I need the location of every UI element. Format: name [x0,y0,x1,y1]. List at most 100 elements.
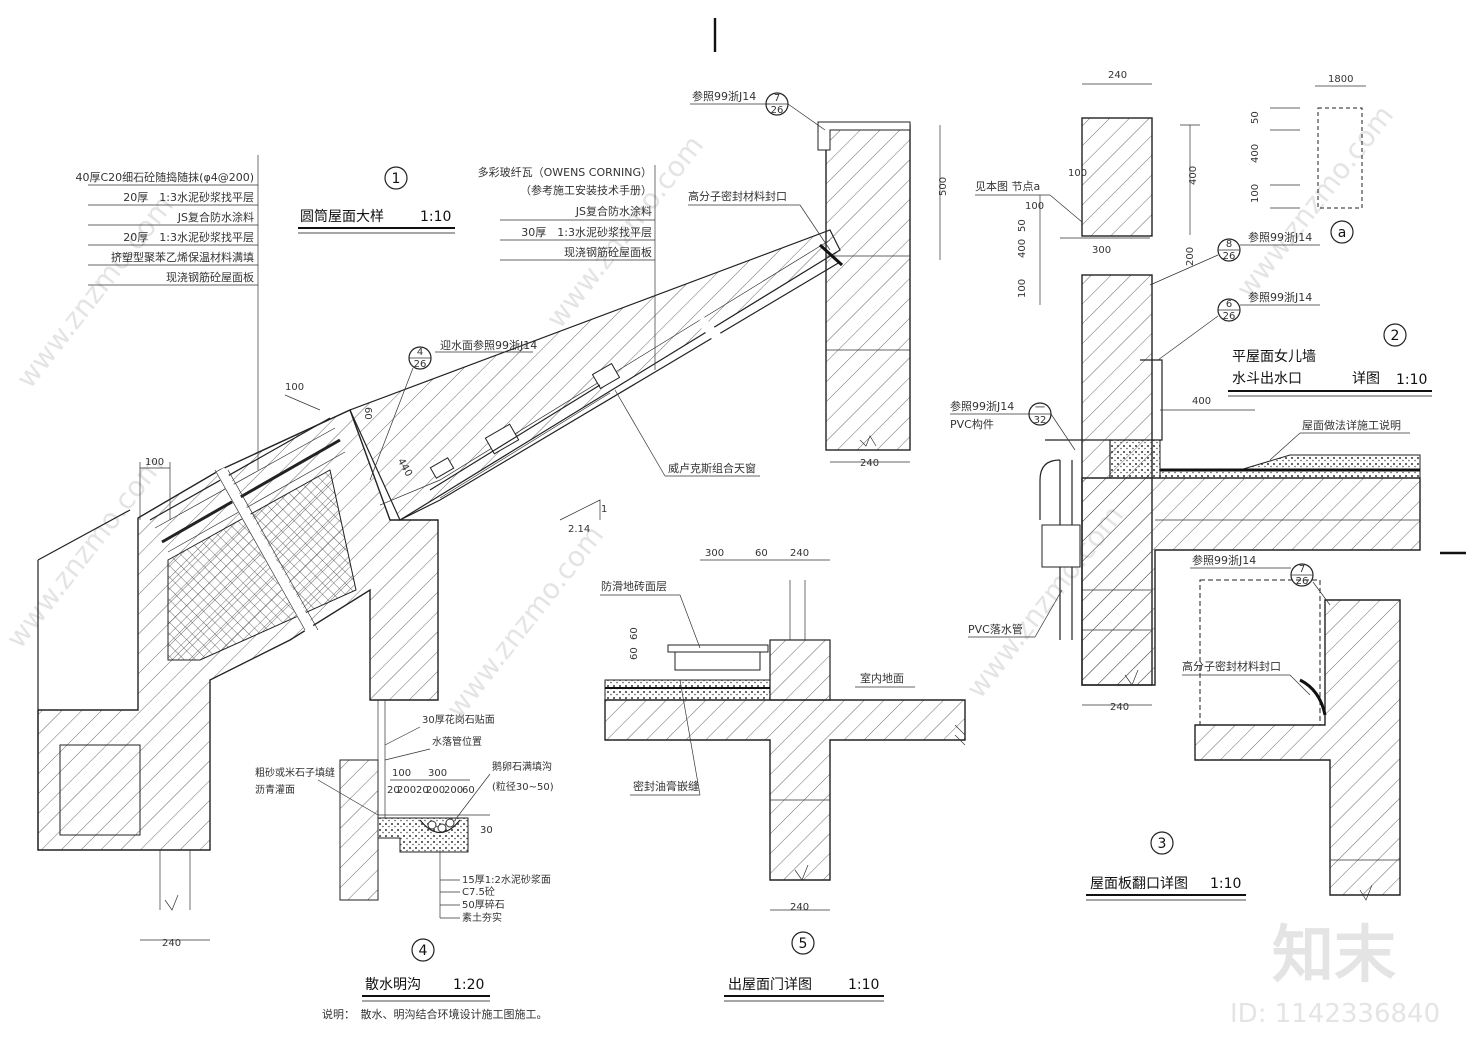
dim-d4-200c: 200 [444,785,463,796]
watermark-url-3: www.znzmo.com [440,519,611,724]
gravel-fill-label: 粗砂或米石子填缝 [255,766,335,779]
dim-d2-200: 200 [1185,247,1196,266]
detail-3-drawing: 7 26 参照99浙J14 高分子密封材料封口 [1182,553,1401,901]
detail-4-name: 散水明沟 [365,977,421,993]
dim-d4-300: 300 [428,768,447,779]
dim-d2-50: 50 [1017,219,1028,232]
layer-mid-2: （参考施工安装技术手册） [520,183,652,197]
layer-left-5: 挤塑型聚苯乙烯保温材料满填 [111,250,254,264]
dim-d1-500: 500 [938,177,949,196]
detail-4-scale: 1:20 [453,977,484,993]
pvc-ref-label: 参照99浙J14 [950,399,1014,413]
dim-d1-100: 100 [145,457,164,468]
dim-d5-60: 60 [755,548,768,559]
sealant-label: 高分子密封材料封口 [688,189,787,203]
detail-3-title: 3 屋面板翻口详图 1:10 [1086,831,1246,901]
detail-2-title1: 平屋面女儿墙 [1232,348,1316,365]
pvc-pipe-label: PVC落水管 [968,622,1023,636]
ref-2-top: 4 [417,347,423,358]
detail-3-name: 屋面板翻口详图 [1090,876,1188,892]
dim-d5-60a: 60 [629,647,640,660]
dim-d4-20b: 20 [416,785,429,796]
ref-4-top: 6 [1226,299,1232,310]
ref-6-top: 7 [1299,564,1305,575]
dim-d5-240b: 240 [790,902,809,913]
detail-5-title: 5 出屋面门详图 1:10 [724,931,884,1002]
detail-a-drawing: 1800 50 400 100 a [1250,74,1366,244]
layer-mid-1: 多彩玻纤瓦（OWENS CORNING） [478,165,652,179]
dim-a-400: 400 [1250,144,1261,163]
detail-3-number: 3 [1158,836,1167,852]
layer-mid-4: 30厚 1:3水泥砂浆找平层 [521,225,652,239]
dim-d2-400: 400 [1188,166,1199,185]
layer-legend-mid: 多彩玻纤瓦（OWENS CORNING） （参考施工安装技术手册） JS复合防水… [478,165,656,370]
ref-1-bottom: 26 [771,105,784,116]
c75-label: C7.5砼 [462,885,495,898]
ref-2-bottom: 26 [414,359,427,370]
ref-3-bottom: 26 [1223,251,1236,262]
detail-2-number: 2 [1391,328,1400,344]
layer-mid-3: JS复合防水涂料 [575,204,652,218]
soil-label: 素土夯实 [462,911,502,924]
brand-logo-text: 知末 [1272,918,1396,991]
dim-d5-300: 300 [705,548,724,559]
detail-5-drawing: 300 60 240 60 60 240 防滑地砖面层 室内地面 密封油膏嵌缝 [600,548,966,913]
detail-5-number: 5 [799,936,808,952]
layer-left-4: 20厚 1:3水泥砂浆找平层 [123,230,254,244]
detail-1-callouts: 参照99浙J14 7 26 高分子密封材料封口 迎水面参照99浙J14 4 26… [369,89,831,481]
detail-1-title: 1 圆筒屋面大样 1:10 [298,166,455,234]
ref-3-top: 8 [1226,239,1232,250]
dim-a-50: 50 [1250,111,1261,124]
detail-4-number: 4 [419,943,428,959]
indoor-label: 室内地面 [860,671,904,685]
dim-a-1800: 1800 [1328,74,1353,85]
detail-2-callouts: 见本图 节点a 8 26 参照99浙J14 6 26 参照99浙J14 参照99… [950,179,1410,638]
layer-left-3: JS复合防水涂料 [177,210,254,224]
ref-6-bottom: 26 [1296,576,1309,587]
layer-left-2: 20厚 1:3水泥砂浆找平层 [123,190,254,204]
detail-3-scale: 1:10 [1210,876,1241,892]
dim-d1-240: 240 [162,938,181,949]
dim-d2-400b: 400 [1017,239,1028,258]
asphalt-label: 沥青灌面 [255,783,295,796]
detail-4-title: 4 散水明沟 1:20 [362,938,490,1002]
dim-d2-100b: 100 [1017,279,1028,298]
ref-4-bottom: 26 [1223,311,1236,322]
ref-1-top: 7 [774,93,780,104]
dim-a-100: 100 [1250,184,1261,203]
detail-4-drawing: 100 300 20 200 20 200 200 60 30 粗砂或米石子填缝… [255,700,554,924]
detail-2-drawing: 240 400 100 400 100 50 300 100 200 400 [1017,70,1421,713]
dim-d1-100b: 100 [285,382,304,393]
layer-left-1: 40厚C20细石砼随捣随抹(φ4@200) [75,170,254,184]
dim-d4-20: 20 [387,785,400,796]
watermark-url-1: www.znzmo.com [10,189,181,394]
sealant-3-label: 高分子密封材料封口 [1182,659,1281,673]
mortar15-label: 15厚1:2水泥砂浆面 [462,873,551,886]
pipe-pos-label: 水落管位置 [432,735,482,748]
detail-2-title3: 详图 [1352,371,1380,387]
dim-d5-240: 240 [790,548,809,559]
ref-5-top: 一 [1035,403,1045,414]
layer-mid-5: 现浇钢筋砼屋面板 [564,245,652,259]
watermark-id: ID: 1142336840 [1230,999,1440,1029]
dim-d2-240b: 240 [1110,702,1129,713]
ref-4-label: 参照99浙J14 [1248,290,1312,304]
see-node-label: 见本图 节点a [975,179,1040,193]
dim-d4-200b: 200 [426,785,445,796]
ref-label-2: 迎水面参照99浙J14 [440,338,537,352]
detail-1-name: 圆筒屋面大样 [300,208,384,225]
oil-seal-label: 密封油膏嵌缝 [633,779,699,793]
detail-1-drawing: 100 100 60 440 240 500 240 1 2.14 [37,121,949,949]
pebble-size-label: (粒径30~50) [492,780,554,793]
ref-6-label: 参照99浙J14 [1192,553,1256,567]
detail-1-scale: 1:10 [420,209,451,225]
dim-d2-240: 240 [1108,70,1127,81]
dim-d4-30: 30 [480,825,493,836]
detail-2-title: 2 平屋面女儿墙 水斗出水口 详图 1:10 [1228,323,1432,397]
ref-3-label: 参照99浙J14 [1248,230,1312,244]
pebble-label: 鹅卵石满填沟 [492,760,552,773]
dim-d4-60: 60 [462,785,475,796]
detail-2-title2: 水斗出水口 [1232,371,1302,387]
dim-d5-60b: 60 [629,627,640,640]
